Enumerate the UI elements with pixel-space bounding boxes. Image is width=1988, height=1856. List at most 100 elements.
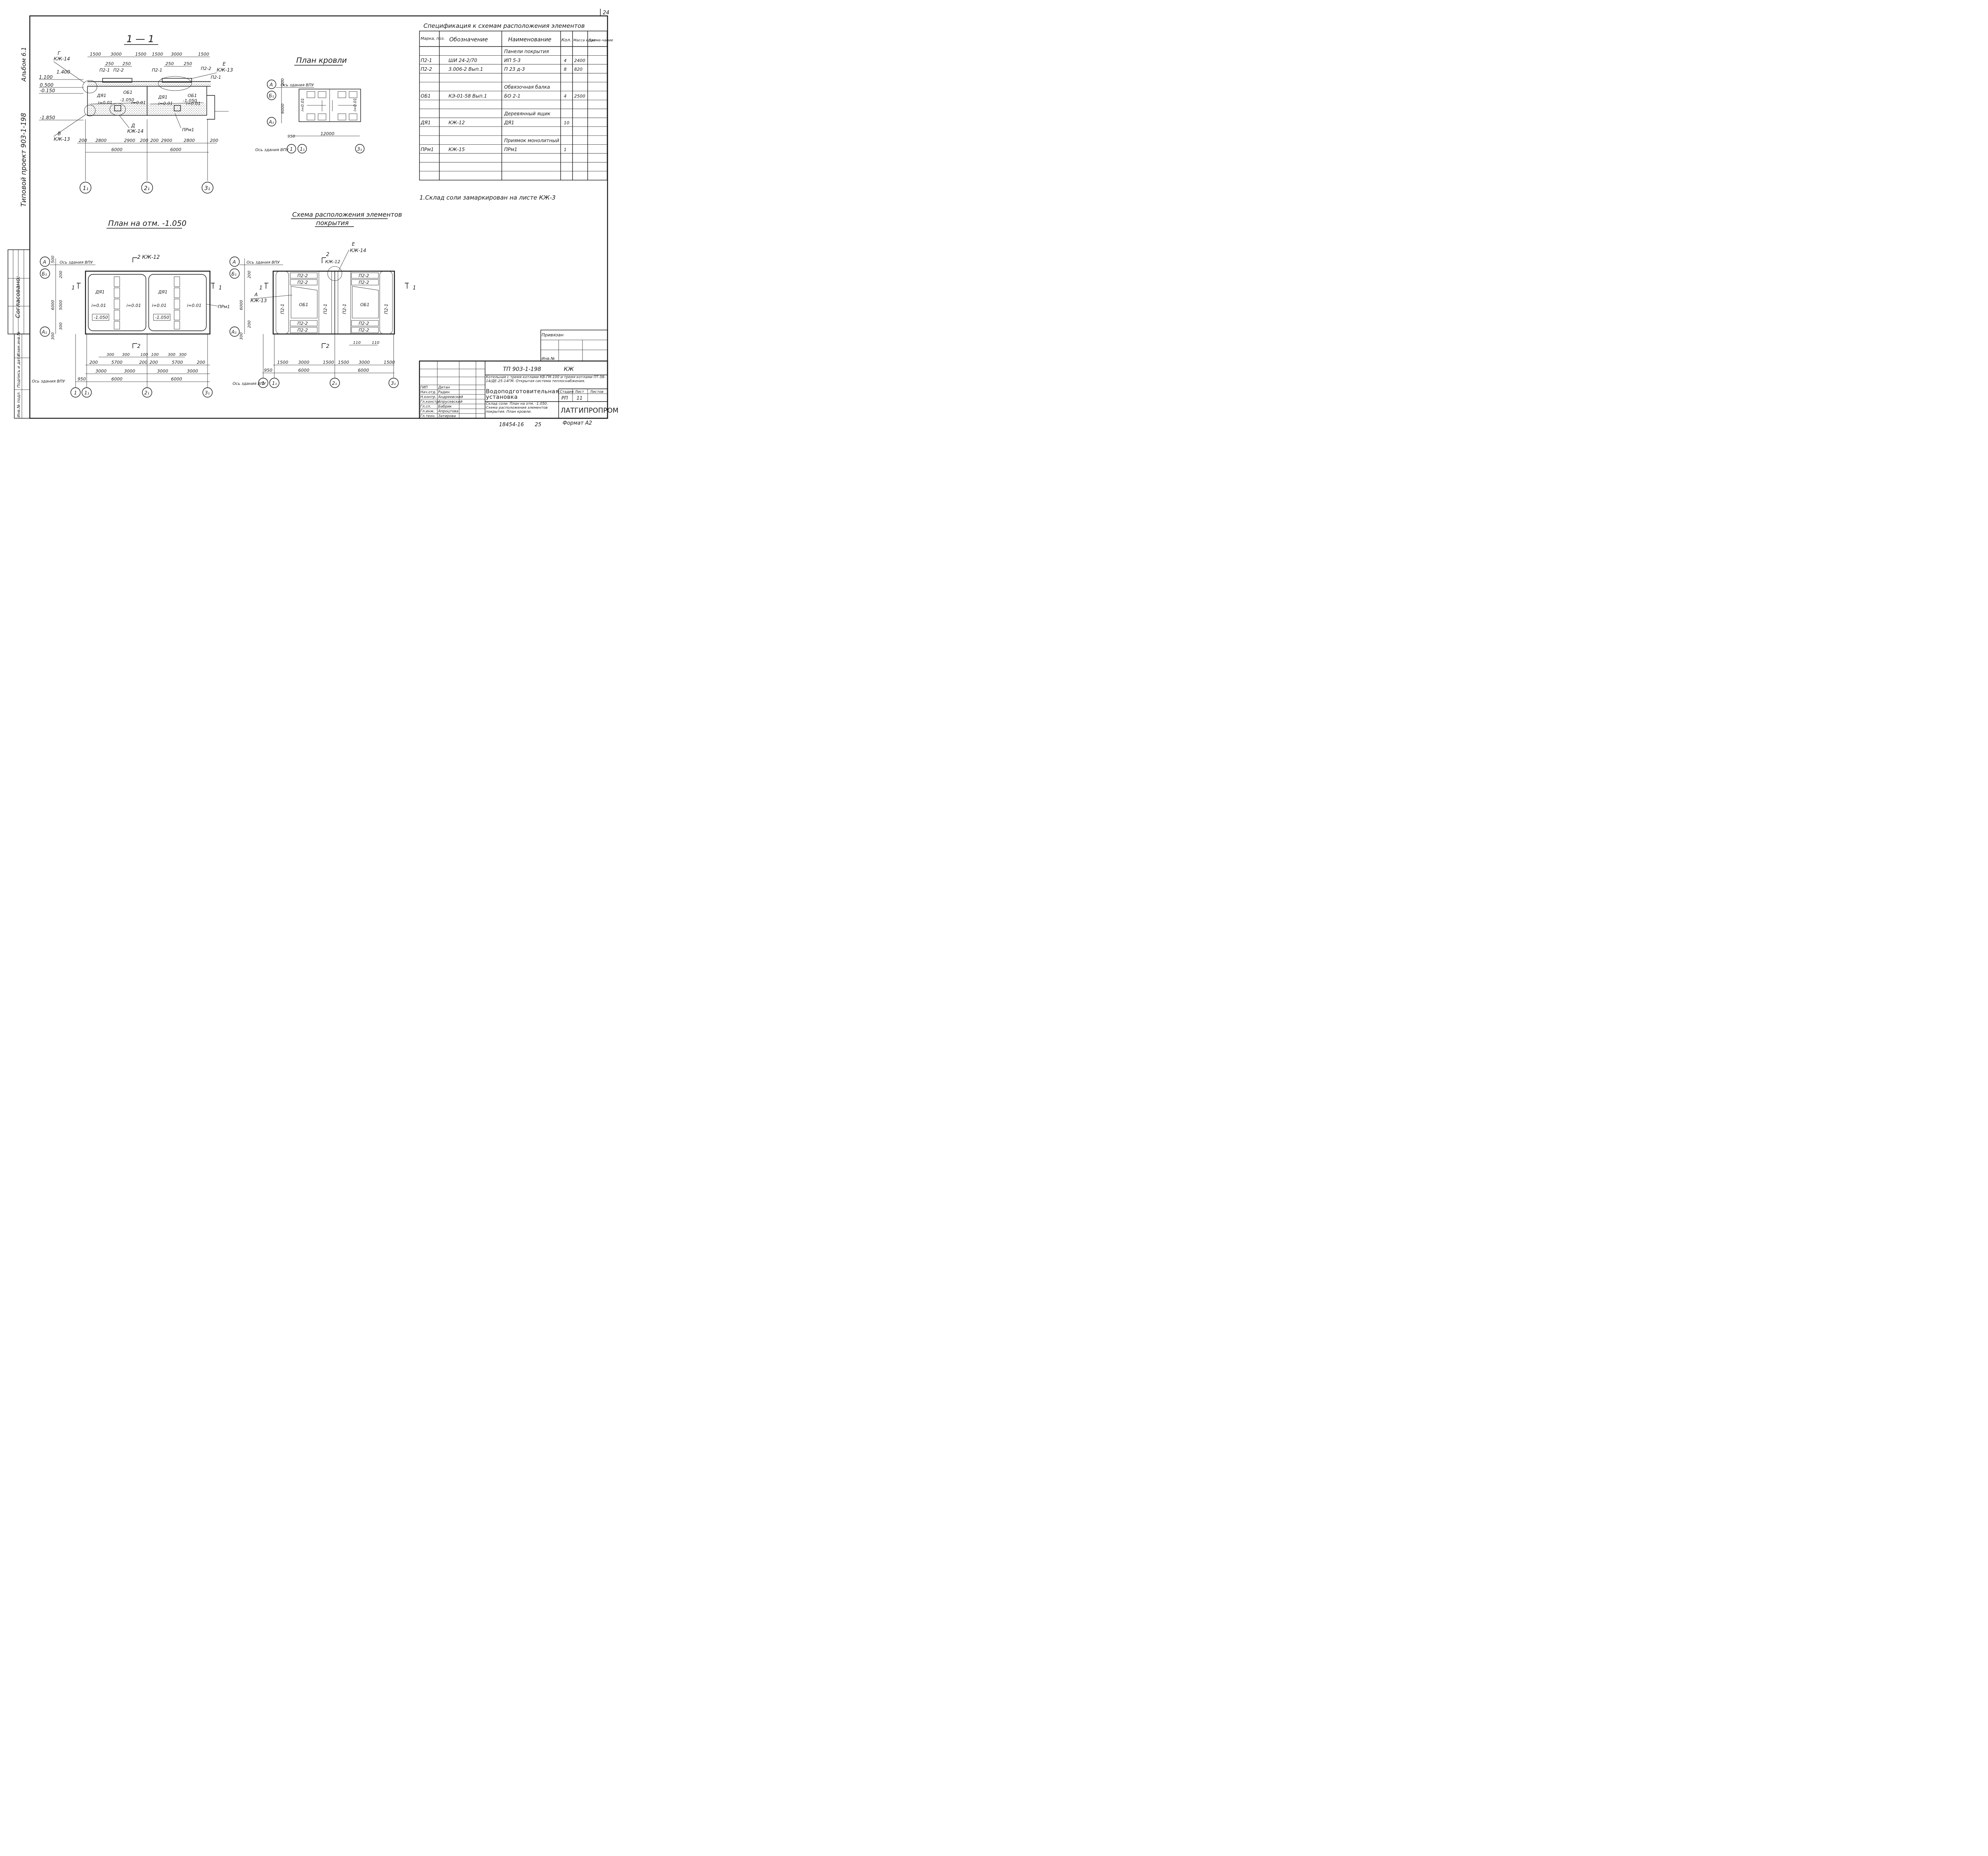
pl-cut-right: 1 xyxy=(219,285,222,291)
plan-level-1050: План на отм. -1.050 А Б₁ А₁ Ось здания В… xyxy=(32,219,230,398)
es-axis-b1: Б₁ xyxy=(231,271,237,277)
lbl-1050-b: -1.050 xyxy=(183,98,197,103)
roof-dim-200: 200 xyxy=(281,78,285,86)
tb-name: Бабрик xyxy=(438,405,452,409)
pl-bd2-5: 200 xyxy=(197,360,205,365)
stamp-sign-date: Подпись и дата xyxy=(17,355,21,388)
tb-role: Гл.констр. xyxy=(420,400,440,404)
roof-axis-b1: Б₁ xyxy=(269,93,274,99)
tb-name: Затирова xyxy=(438,414,456,418)
es-bd-1: 3000 xyxy=(298,360,309,365)
pl-bd3-0: 3000 xyxy=(95,369,107,374)
dim-250-a: 250 xyxy=(105,61,114,66)
es-ldim-3: 300 xyxy=(239,332,244,340)
spec-cell: 2400 xyxy=(574,58,585,63)
spec-cell: ПРм1 xyxy=(421,147,434,152)
es-bd2-0: 950 xyxy=(264,368,272,373)
spec-cell: Деревянный ящик xyxy=(504,111,551,116)
roof-axis-a1: А₁ xyxy=(268,119,274,125)
es-p22-a: П2-2 xyxy=(297,273,308,278)
pl-bd1-4: 300 xyxy=(168,353,175,357)
tb-sheets-label: Листов xyxy=(590,390,604,394)
es-p22-g: П2-2 xyxy=(359,321,369,326)
sheet-format: Формат А2 xyxy=(563,420,592,426)
es-bd2-2: 6000 xyxy=(358,368,369,373)
spec-cell: 1 xyxy=(564,147,567,152)
pl-dya1-b: ДЯ1 xyxy=(158,289,167,295)
pl-axis-2-1: 2₁ xyxy=(144,390,149,396)
roof-dim-6000: 6000 xyxy=(281,104,285,114)
drawing-sheet: 24 Типовой проект 903-1-198 Альбом 6.1 С… xyxy=(8,9,618,428)
level-0150: -0.150 xyxy=(40,88,55,93)
es-axis-note-bottom: Ось здания ВПУ xyxy=(233,382,266,386)
page-number: 24 xyxy=(603,10,610,16)
pl-axis-b1: Б₁ xyxy=(42,271,47,277)
dim-1500-a: 1500 xyxy=(90,52,101,57)
dim-3000-a: 3000 xyxy=(111,52,122,57)
spec-cell: КЭ-01-58 Вып.1 xyxy=(448,93,487,99)
spec-cell: 4 xyxy=(564,93,567,99)
pl-bd3-2: 3000 xyxy=(157,369,168,374)
es-p22-f: П2-2 xyxy=(297,328,308,333)
tb-mark: КЖ xyxy=(564,366,574,373)
spec-cell: 8 xyxy=(564,67,567,72)
tb-role: ГИП xyxy=(420,386,428,390)
lbl-p22-b: П2-2 xyxy=(201,66,211,71)
pl-ldim-2: 6000 xyxy=(51,300,55,310)
adim-1: 6000 xyxy=(170,147,181,152)
margin-album: Альбом 6.1 xyxy=(20,47,27,82)
pl-ldim-3: 5000 xyxy=(59,300,63,310)
callout-e: Е xyxy=(223,61,226,67)
axis-1-1: 1₁ xyxy=(83,185,89,192)
pl-i-a: i=0.01 xyxy=(91,303,106,308)
callout-g-ref: КЖ-14 xyxy=(54,56,70,62)
spec-cell: 10 xyxy=(564,120,569,126)
spec-cell: ОБ1 xyxy=(421,93,431,99)
spec-cell: Обвязочная балка xyxy=(504,84,550,90)
bdim-1: 2800 xyxy=(95,138,107,143)
pl-dya1-a: ДЯ1 xyxy=(95,289,105,295)
es-bd-3: 1500 xyxy=(338,360,349,365)
es-p21-d: П2-1 xyxy=(384,304,389,314)
tb-object: Водоподготовительная установка xyxy=(486,389,558,400)
spec-cell: П2-2 xyxy=(421,66,432,72)
es-bd-4: 3000 xyxy=(359,360,370,365)
roof-axis-3-1: 3₁ xyxy=(357,146,362,152)
spec-cell: БО 2-1 xyxy=(504,93,520,99)
spec-title: Спецификация к схемам расположения элеме… xyxy=(423,22,585,29)
spec-cell: П 23 д-3 xyxy=(504,66,525,72)
lbl-i-d: i=0.01 xyxy=(186,101,201,106)
callout-e-ref: КЖ-13 xyxy=(217,67,233,73)
roof-slope-b: i=0.01 xyxy=(353,98,357,111)
es-bd-5: 1500 xyxy=(384,360,395,365)
tb-name: Андреевский xyxy=(438,395,463,399)
level-1850: -1.850 xyxy=(40,115,55,120)
es-sdim-0: 110 xyxy=(353,341,361,345)
pl-bd2-4: 5700 xyxy=(172,360,183,365)
sheet-frame: 24 xyxy=(29,9,610,419)
section-1-1: 1 — 1 1500 3000 1500 1500 3000 1500 250 … xyxy=(39,33,233,194)
es-bd-2: 1500 xyxy=(323,360,334,365)
dim-1500-b: 1500 xyxy=(135,52,146,57)
roof-axis-1: 1 xyxy=(290,146,293,152)
es-bd2-1: 6000 xyxy=(298,368,309,373)
inv-stamp-2: 25 xyxy=(535,422,542,428)
section-title: 1 — 1 xyxy=(126,33,154,45)
es-p21-b: П2-1 xyxy=(323,304,328,314)
spec-h-note: Приме-чание xyxy=(588,39,613,43)
pl-bd1-1: 300 xyxy=(122,353,130,357)
spec-cell: ШИ 24-2/70 xyxy=(448,58,478,63)
tb-role: Гл.инж. xyxy=(420,410,435,414)
es-callout-a-ref: КЖ-13 xyxy=(250,298,267,303)
roof-plan-title: План кровли xyxy=(296,56,347,65)
lbl-ob1-b: ОБ1 xyxy=(188,93,197,98)
es-bd-0: 1500 xyxy=(277,360,288,365)
es-p21-c: П2-1 xyxy=(342,304,347,314)
callout-v-ref: КЖ-13 xyxy=(54,136,70,142)
tb-stage: РП xyxy=(561,395,568,401)
tb-object-box: Водоподготовительная установка xyxy=(486,389,558,400)
tb-description: Котельная с тремя котлами КВ-ГМ-100 и тр… xyxy=(486,375,606,383)
pl-bd4-0: 950 xyxy=(78,377,86,382)
spec-cell: Приямок монолитный xyxy=(504,138,559,143)
bdim-2: 2900 xyxy=(124,138,135,143)
